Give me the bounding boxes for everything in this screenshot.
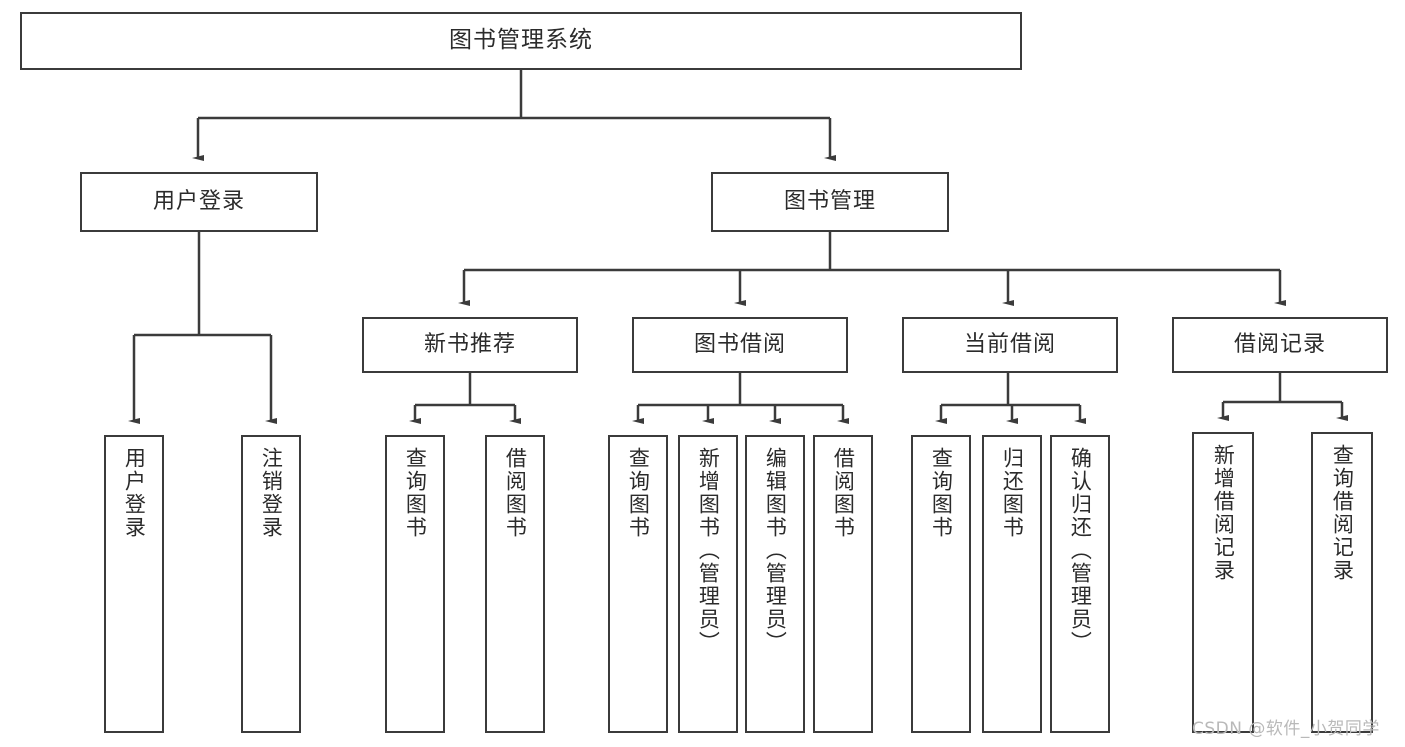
node-current-borrow-label: 当前借阅 (963, 331, 1056, 357)
node-book-borrow-label: 图书借阅 (693, 331, 786, 357)
node-leaf-cb-return-book[interactable]: 归还图书 (982, 435, 1042, 733)
node-leaf-bb-edit-book-label: 编辑图书（管理员） (763, 447, 788, 654)
node-leaf-user-logout[interactable]: 注销登录 (241, 435, 301, 733)
node-book-manage[interactable]: 图书管理 (711, 172, 949, 232)
node-leaf-user-login-label: 用户登录 (122, 447, 147, 539)
node-borrow-record[interactable]: 借阅记录 (1172, 317, 1388, 373)
node-book-borrow[interactable]: 图书借阅 (632, 317, 848, 373)
node-user-login-label: 用户登录 (152, 188, 245, 214)
node-leaf-br-add-record[interactable]: 新增借阅记录 (1192, 432, 1254, 733)
node-leaf-br-add-record-label: 新增借阅记录 (1211, 444, 1236, 582)
node-leaf-nbr-query-book-label: 查询图书 (403, 447, 428, 539)
node-leaf-user-login[interactable]: 用户登录 (104, 435, 164, 733)
node-leaf-nbr-query-book[interactable]: 查询图书 (385, 435, 445, 733)
csdn-watermark: CSDN @软件_小贺同学 (1192, 719, 1380, 739)
node-leaf-bb-borrow-book[interactable]: 借阅图书 (813, 435, 873, 733)
node-current-borrow[interactable]: 当前借阅 (902, 317, 1118, 373)
node-new-book-recommend-label: 新书推荐 (423, 331, 516, 357)
node-leaf-cb-query-book-label: 查询图书 (929, 447, 954, 539)
node-leaf-br-query-record[interactable]: 查询借阅记录 (1311, 432, 1373, 733)
node-leaf-br-query-record-label: 查询借阅记录 (1330, 444, 1355, 582)
node-book-manage-label: 图书管理 (783, 188, 876, 214)
node-leaf-bb-add-book[interactable]: 新增图书（管理员） (678, 435, 738, 733)
node-root[interactable]: 图书管理系统 (20, 12, 1022, 70)
node-leaf-nbr-borrow-book[interactable]: 借阅图书 (485, 435, 545, 733)
node-leaf-bb-edit-book[interactable]: 编辑图书（管理员） (745, 435, 805, 733)
node-borrow-record-label: 借阅记录 (1233, 331, 1326, 357)
node-leaf-user-logout-label: 注销登录 (259, 447, 284, 539)
node-leaf-bb-query-book-label: 查询图书 (626, 447, 651, 539)
node-leaf-cb-confirm-return-label: 确认归还（管理员） (1068, 447, 1093, 654)
node-new-book-recommend[interactable]: 新书推荐 (362, 317, 578, 373)
node-user-login[interactable]: 用户登录 (80, 172, 318, 232)
node-leaf-cb-query-book[interactable]: 查询图书 (911, 435, 971, 733)
node-leaf-bb-query-book[interactable]: 查询图书 (608, 435, 668, 733)
node-leaf-nbr-borrow-book-label: 借阅图书 (503, 447, 528, 539)
node-leaf-bb-add-book-label: 新增图书（管理员） (696, 447, 721, 654)
node-leaf-cb-confirm-return[interactable]: 确认归还（管理员） (1050, 435, 1110, 733)
node-root-label: 图书管理系统 (449, 27, 593, 54)
node-leaf-bb-borrow-book-label: 借阅图书 (831, 447, 856, 539)
node-leaf-cb-return-book-label: 归还图书 (1000, 447, 1025, 539)
